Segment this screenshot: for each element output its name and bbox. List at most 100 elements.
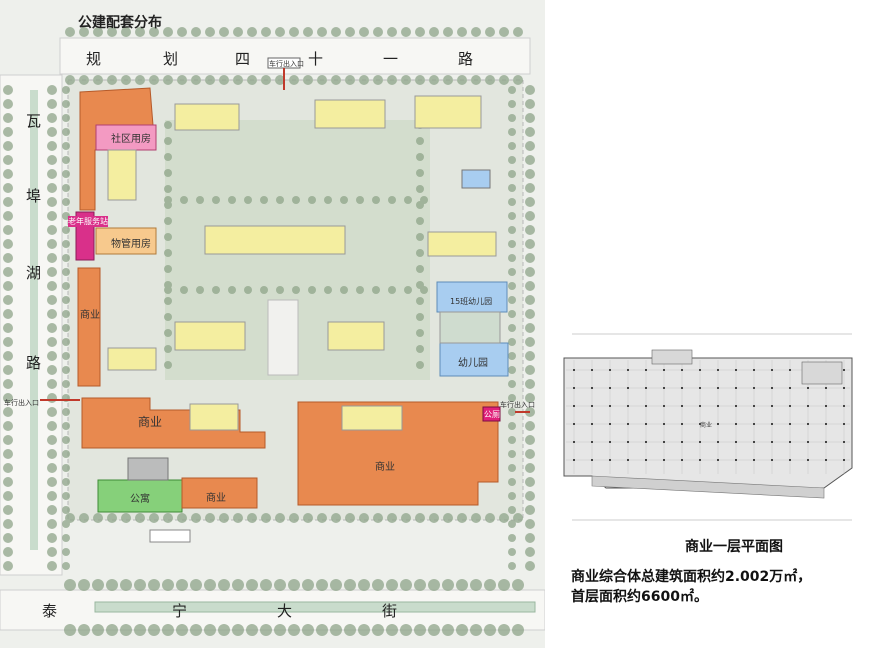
kindergarten (439, 342, 509, 377)
tree (358, 579, 370, 591)
tree (163, 27, 173, 37)
column (789, 369, 791, 371)
tree (47, 141, 57, 151)
tree (62, 534, 70, 542)
tree (191, 75, 201, 85)
tree (62, 254, 70, 262)
tree (3, 197, 13, 207)
tree (359, 513, 369, 523)
column (681, 369, 683, 371)
tree (47, 533, 57, 543)
tree (260, 196, 268, 204)
tree (177, 27, 187, 37)
column (573, 423, 575, 425)
column (771, 459, 773, 461)
tree (164, 233, 172, 241)
tree (416, 201, 424, 209)
column (627, 459, 629, 461)
tree (525, 337, 535, 347)
tree (373, 27, 383, 37)
tree (191, 27, 201, 37)
tree (324, 196, 332, 204)
gate-house (149, 529, 191, 543)
commercial-sw-label: 商业 (206, 493, 226, 504)
tree (525, 183, 535, 193)
floorplan-frontage (591, 475, 825, 499)
tree (428, 579, 440, 591)
tree (508, 338, 516, 346)
tree (525, 169, 535, 179)
column (645, 369, 647, 371)
kindergarten-yard (439, 311, 501, 344)
residential-block (189, 403, 239, 431)
tree (205, 27, 215, 37)
central-plaza (267, 299, 299, 376)
site-plan: 公建配套分布 规 划 四 十 一 路 瓦 埠 湖 路 泰 宁 大 街 社区用房 … (0, 0, 545, 648)
floorplan-caption: 商业一层平面图 (685, 539, 783, 555)
tree (62, 366, 70, 374)
tree (317, 75, 327, 85)
note-line-1: 商业综合体总建筑面积约2.002万㎡， (571, 569, 812, 585)
west-road-median (30, 90, 38, 550)
column (609, 369, 611, 371)
tree (47, 519, 57, 529)
tree (525, 99, 535, 109)
tree (525, 393, 535, 403)
residential-block (314, 99, 386, 129)
tree (345, 27, 355, 37)
tree (47, 477, 57, 487)
tree (47, 351, 57, 361)
tree (3, 561, 13, 571)
tree (525, 309, 535, 319)
tree (508, 100, 516, 108)
column (609, 459, 611, 461)
column (699, 405, 701, 407)
tree (525, 351, 535, 361)
tree (135, 75, 145, 85)
tree (62, 100, 70, 108)
tree (191, 513, 201, 523)
public-toilet (482, 406, 501, 422)
tree (525, 379, 535, 389)
tree (62, 268, 70, 276)
tree (508, 492, 516, 500)
tree (148, 579, 160, 591)
column (825, 423, 827, 425)
tree (149, 27, 159, 37)
tree (121, 27, 131, 37)
tree (260, 579, 272, 591)
tree (498, 579, 510, 591)
tree (289, 75, 299, 85)
tree (525, 225, 535, 235)
tree (416, 153, 424, 161)
tree (3, 491, 13, 501)
tree (218, 579, 230, 591)
tree (47, 281, 57, 291)
tree (508, 352, 516, 360)
tree (47, 267, 57, 277)
column (681, 441, 683, 443)
column (573, 459, 575, 461)
tree (508, 212, 516, 220)
tree (244, 196, 252, 204)
column (843, 369, 845, 371)
column (591, 423, 593, 425)
tree (525, 505, 535, 515)
tree (416, 329, 424, 337)
tree (508, 394, 516, 402)
tree (3, 393, 13, 403)
tree (246, 579, 258, 591)
property-room-label: 物管用房 (111, 239, 151, 250)
column (735, 441, 737, 443)
tree (3, 169, 13, 179)
tree (372, 624, 384, 636)
column (807, 441, 809, 443)
tree (499, 513, 509, 523)
entrance-east-label: 车行出入口 (500, 401, 535, 409)
column (843, 423, 845, 425)
tree (484, 624, 496, 636)
south-road-char: 泰 (42, 602, 58, 620)
tree (79, 513, 89, 523)
tree (508, 366, 516, 374)
column (717, 405, 719, 407)
